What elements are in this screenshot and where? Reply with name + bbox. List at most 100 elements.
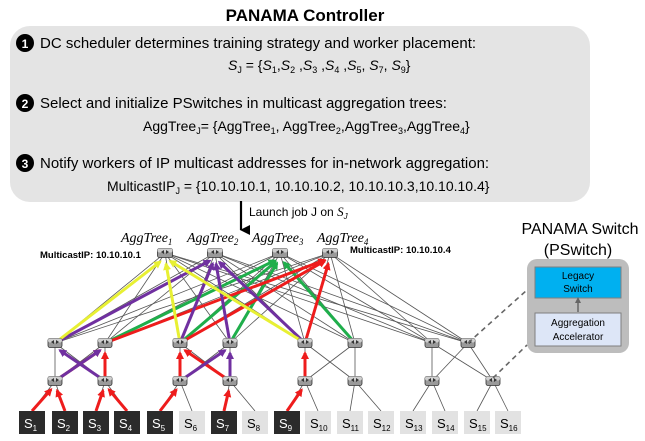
tree-label-sub: 1 (168, 237, 173, 247)
server-label-sub: 2 (66, 424, 71, 433)
legacy-switch-box (534, 266, 622, 299)
server-label-base: S (216, 416, 225, 431)
formula-sep: , (267, 178, 275, 194)
aggtree-formula: AggTreeJ= {AggTree1, AggTree2,AggTree3,A… (143, 118, 470, 136)
tree-arrow (217, 260, 307, 345)
core-agg-link (54, 252, 281, 344)
formula-item-sub: 2 (290, 65, 295, 75)
multicast-label-left: MulticastIP: 10.10.10.1 (40, 250, 142, 261)
server-label-base: S (279, 416, 288, 431)
step-number: 1 (22, 37, 29, 51)
server-label-base: S (500, 416, 509, 431)
server-box (432, 411, 458, 434)
aggregation-switch-icon (172, 338, 188, 348)
server-label: S11 (342, 416, 360, 433)
server: S12 (368, 411, 394, 434)
tree-arrow (30, 387, 53, 412)
server-label-sub: 15 (478, 424, 487, 433)
server-label: S10 (310, 416, 328, 433)
edge-server-link (412, 380, 433, 412)
formula-item: 10.10.10.4 (419, 178, 485, 194)
tree-arrow (54, 259, 212, 345)
server-label-sub: 9 (288, 424, 293, 433)
formula-item-sub: 4 (460, 126, 465, 136)
formula-sep: , (341, 178, 349, 194)
server-label-base: S (152, 416, 161, 431)
server: S7 (211, 411, 237, 434)
server-box (305, 411, 331, 434)
server: S14 (432, 411, 458, 434)
server-label-sub: 14 (446, 424, 455, 433)
edge-switch-icon (47, 376, 63, 386)
aggregation-switch-icon (222, 338, 238, 348)
aggregation-trees (30, 258, 357, 412)
edge-server-link (179, 380, 193, 412)
core-agg-link (279, 252, 433, 344)
formula-item: S (369, 57, 379, 73)
server-box (179, 411, 205, 434)
server-label-sub: 6 (193, 424, 198, 433)
server-label-base: S (57, 416, 66, 431)
server-label: S13 (405, 416, 423, 433)
edge-server-link (229, 380, 256, 412)
agg-edge-link (431, 342, 469, 382)
formula-sep: , (341, 118, 345, 134)
tree-arrow (55, 388, 67, 412)
step-number: 3 (22, 157, 29, 171)
tree-arrow (54, 260, 162, 345)
server-label-sub: 1 (33, 424, 38, 433)
formula-op: = { (242, 57, 263, 73)
launch-var: S (337, 204, 344, 219)
tree-label-sub: 2 (234, 237, 239, 247)
core-switch-icon (207, 248, 223, 258)
formula-op: = { (180, 178, 201, 194)
server: S3 (83, 411, 109, 434)
formula-lhs: AggTree (143, 118, 196, 134)
formula-item: AggTree (345, 118, 398, 134)
formula-sep: } (465, 118, 470, 134)
formula-sep: , (277, 57, 281, 73)
formula-lhs-sub: J (237, 65, 242, 75)
tree-arrow (179, 259, 327, 345)
step-1: 1 DC scheduler determines training strat… (16, 34, 476, 75)
formula-lhs: S (228, 57, 238, 73)
tree-arrow (179, 260, 277, 345)
server-label-sub: 16 (509, 424, 518, 433)
formula-item: AggTree (283, 118, 336, 134)
step-text: Select and initialize PSwitches in multi… (40, 95, 447, 112)
formula-item-sub: 2 (336, 126, 341, 136)
core-agg-link (214, 252, 356, 344)
formula-lhs-sub: J (196, 126, 201, 136)
formula-item-sub: 1 (272, 65, 277, 75)
formula-item-sub: 3 (398, 126, 403, 136)
tree-label: AggTree2 (186, 231, 239, 247)
core-switch-icon (157, 248, 173, 258)
edge-server-link (304, 380, 319, 412)
core-agg-link (329, 252, 356, 344)
formula-item: 10.10.10.1 (201, 178, 267, 194)
server: S4 (114, 411, 140, 434)
zoom-dashed-line (467, 289, 528, 344)
tree-arrow (282, 260, 357, 344)
core-switch-icon (322, 248, 338, 258)
agg-edge-link (431, 342, 494, 382)
tree-label-sub: 3 (298, 237, 304, 247)
server-label-sub: 8 (256, 424, 261, 433)
formula-item-sub: 3 (312, 65, 317, 75)
formula-lhs: MulticastIP (107, 178, 175, 194)
server-label-base: S (310, 416, 319, 431)
launch-var-sub: J (343, 212, 349, 221)
tree-arrow (183, 349, 231, 383)
aggregation-switch-icon (97, 338, 113, 348)
step-number-badge (16, 154, 34, 172)
server-label-base: S (119, 416, 128, 431)
server-box (274, 411, 300, 434)
tree-arrow (104, 258, 327, 345)
edge-server-link (431, 380, 446, 412)
server-label-sub: 7 (225, 424, 230, 433)
server-label-base: S (184, 416, 193, 431)
formula-item: AggTree (217, 118, 270, 134)
server-label: S6 (184, 416, 198, 433)
